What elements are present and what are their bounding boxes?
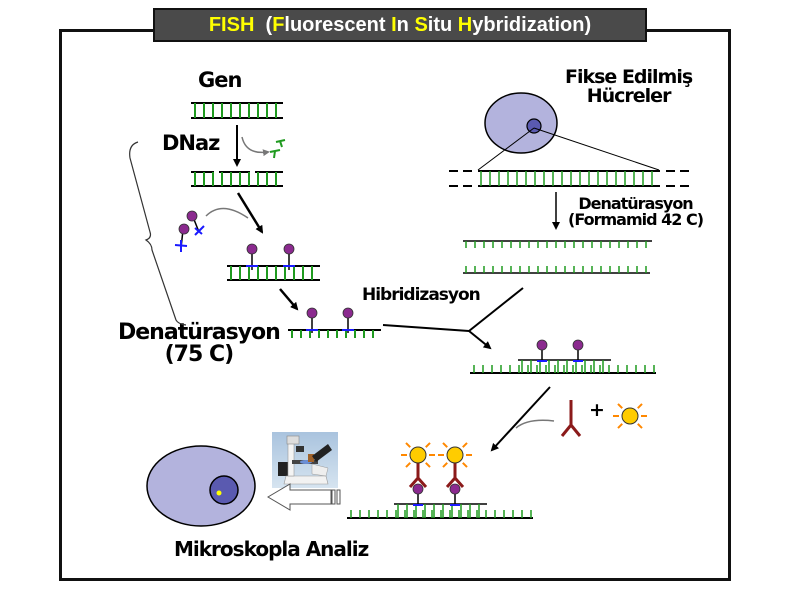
- label-denaturation-75-temp: (75 C): [164, 342, 235, 367]
- fluor-ray: [462, 462, 468, 468]
- label-fixed-cells: Fikse Edilmiş Hücreler: [565, 66, 693, 107]
- title-segment: n: [396, 14, 415, 36]
- label-denaturation-75: Denatürasyon (75 C): [118, 320, 281, 367]
- fluor-ray: [637, 423, 643, 429]
- fluor-ray: [442, 462, 448, 468]
- probe-incorporation-arrow: [205, 207, 249, 219]
- detected-complex: [347, 442, 533, 519]
- fluor-ray: [462, 442, 468, 448]
- antibody-icon: [560, 400, 582, 437]
- denatured-target-strands: [463, 240, 652, 274]
- fluor-ray: [405, 462, 411, 468]
- dnase-fragment-arrow: [241, 136, 270, 157]
- labeled-dna-double-strand: [227, 243, 320, 281]
- denaturation-arrow: [279, 288, 299, 311]
- hybridized-complex: [470, 339, 656, 374]
- fluor-ray: [617, 423, 623, 429]
- microscope-image: [272, 432, 338, 488]
- title-segment: ybridization): [472, 14, 592, 36]
- fluor-ray: [637, 403, 643, 409]
- released-nucleotides: [269, 139, 286, 159]
- title-segment: F: [272, 14, 285, 36]
- analysis-arrow: [267, 483, 341, 511]
- label-gene: Gen: [198, 68, 242, 92]
- analysis-cell: [146, 445, 256, 527]
- label-hybridization: Hibridizasyon: [362, 285, 481, 305]
- title-segment: S: [414, 14, 428, 36]
- title-segment: FISH: [208, 14, 255, 36]
- label-microscope-analysis: Mikroskopla Analiz: [174, 537, 369, 561]
- fluorophore-icon: [613, 403, 647, 429]
- diagram-title: FISH (Fluorescent In Situ Hybridization): [153, 8, 647, 42]
- title-segment: itu: [427, 14, 458, 36]
- detection-arrow: [490, 386, 551, 452]
- title-segment: I: [391, 14, 397, 36]
- fluor-ray: [405, 442, 411, 448]
- fluor-ray: [425, 462, 431, 468]
- label-denaturation-formamid: Denatürasyon (Formamid 42 C): [568, 194, 704, 229]
- labeled-probe-single-strand: [288, 307, 381, 338]
- gene-dna-double-strand: [191, 102, 283, 119]
- title-segment: H: [457, 14, 473, 36]
- label-fixed-cells-line2: Hücreler: [586, 85, 672, 107]
- title-segment: (: [254, 14, 273, 36]
- label-denaturation-formamid-temp: (Formamid 42 C): [568, 210, 704, 229]
- hybridization-arrow: [382, 287, 524, 350]
- fixed-cell: [477, 92, 660, 171]
- antibody-addition-curve: [515, 419, 555, 429]
- label-plus: +: [589, 399, 605, 421]
- label-fixed-cells-line1: Fikse Edilmiş: [565, 66, 693, 88]
- label-denaturation-formamid-text: Denatürasyon: [578, 194, 693, 213]
- label-denaturation-75-text: Denatürasyon: [118, 320, 281, 345]
- free-labeled-nucleotides: [174, 210, 205, 252]
- curly-brace: [129, 141, 187, 326]
- nicked-dna: [191, 171, 283, 187]
- fluor-ray: [425, 442, 431, 448]
- fluor-ray: [442, 442, 448, 448]
- labeling-arrow: [236, 192, 264, 234]
- fluor-ray: [617, 403, 623, 409]
- chromosome-dna: [449, 170, 689, 187]
- label-dnase: DNaz: [162, 131, 220, 155]
- title-segment: luorescent: [284, 14, 392, 36]
